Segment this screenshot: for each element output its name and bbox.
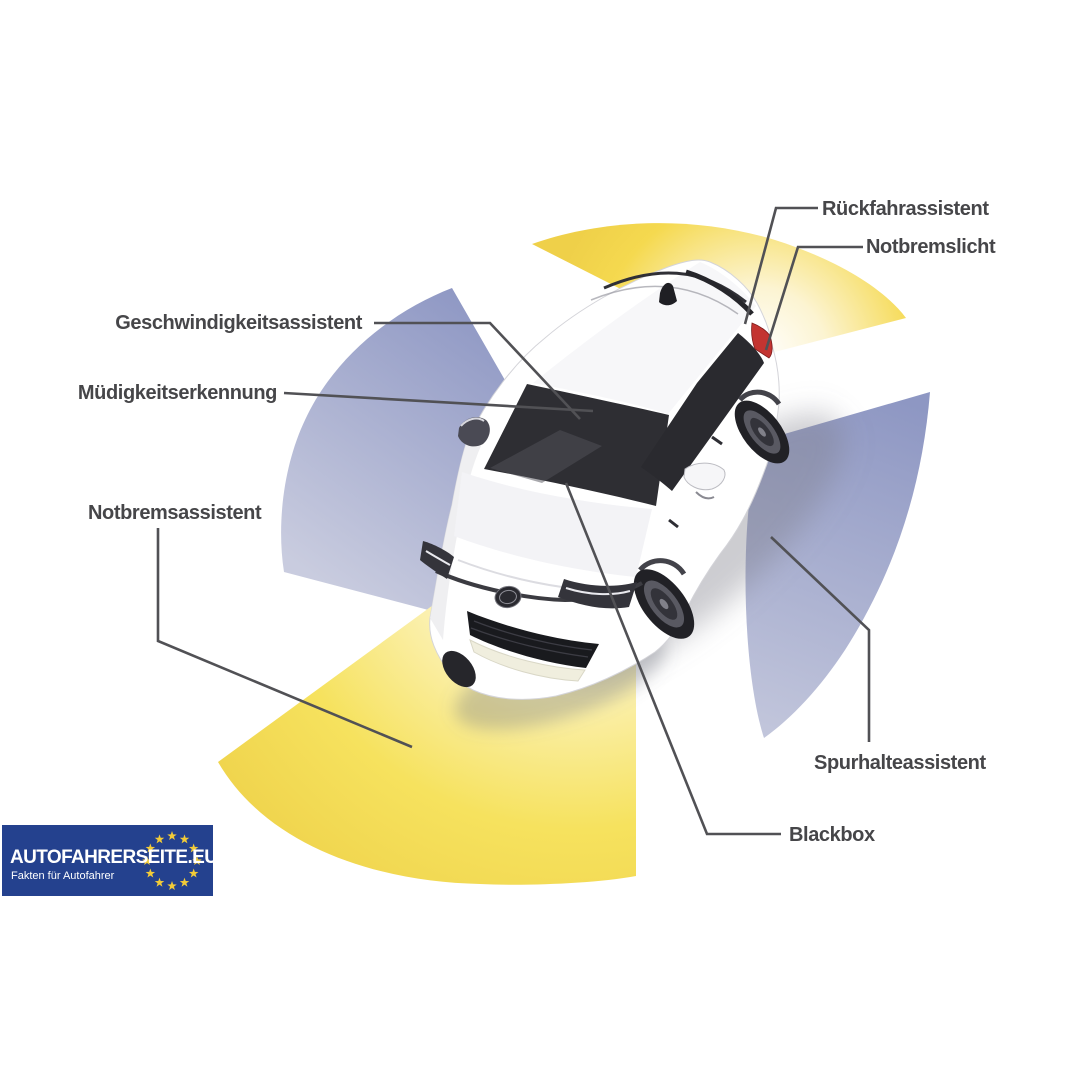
leader-line-blackbox: [564, 482, 781, 836]
autofahrerseite-logo: AUTOFAHRERSEITE.EU Fakten für Autofahrer: [2, 825, 218, 896]
label-rueckfahrassistent: Rückfahrassistent: [822, 198, 989, 220]
car-wheel-arch-front-right: [638, 558, 687, 576]
car-hood-sheen: [454, 472, 652, 577]
car-door-handle-rear: [711, 435, 723, 446]
leader-lines: [156, 206, 871, 836]
car-left-side-shading: [430, 438, 481, 640]
car-lower-grille-mesh-1: [473, 620, 593, 651]
car-door-handle-front: [668, 518, 679, 529]
car-side-windows: [641, 333, 764, 491]
car-wheel-rear-right: [734, 400, 790, 464]
car-headlight-right-glint: [565, 587, 631, 596]
car-antenna-fin-icon: [659, 282, 677, 306]
car-wheel-front-left: [442, 650, 476, 688]
label-geschwindigkeitsassistent: Geschwindigkeitsassistent: [115, 312, 362, 334]
label-notbremslicht: Notbremslicht: [866, 236, 996, 258]
leader-line-geschwindigkeitsassistent: [374, 321, 581, 420]
logo-title: AUTOFAHRERSEITE.EU: [10, 847, 218, 868]
car-roof: [533, 262, 756, 414]
car-roof-rail: [603, 271, 747, 304]
car-headlight-left-glint: [425, 550, 451, 566]
car-vw-badge-icon: [494, 585, 522, 609]
car-mirror-left: [458, 417, 490, 447]
car-lower-grille-mesh-2: [470, 627, 589, 658]
logo-subtitle: Fakten für Autofahrer: [11, 870, 115, 882]
label-muedigkeitserkennung: Müdigkeitserkennung: [77, 382, 277, 404]
car-wheel-arch-rear-right: [738, 389, 782, 406]
car-windshield-reflection: [490, 430, 602, 483]
car: [420, 259, 790, 700]
leader-line-notbremsassistent: [156, 528, 413, 749]
car-headlight-left: [420, 541, 454, 579]
car-mirror-right: [683, 462, 726, 491]
car-front-splitter: [469, 638, 586, 682]
leader-line-muedigkeitserkennung: [283, 391, 594, 413]
leader-line-rueckfahrassistent: [743, 206, 818, 325]
leader-line-spurhalteassistent: [770, 536, 871, 742]
car-mirror-left-highlight: [460, 417, 485, 427]
car-rear-spoiler-trim: [685, 269, 754, 316]
label-notbremsassistent: Notbremsassistent: [88, 502, 262, 524]
label-spurhalteassistent: Spurhalteassistent: [814, 752, 986, 774]
label-blackbox: Blackbox: [789, 824, 875, 846]
leader-line-notbremslicht: [764, 245, 863, 351]
car-mirror-right-shadow: [695, 491, 715, 500]
car-wheel-front-right: [633, 569, 695, 639]
